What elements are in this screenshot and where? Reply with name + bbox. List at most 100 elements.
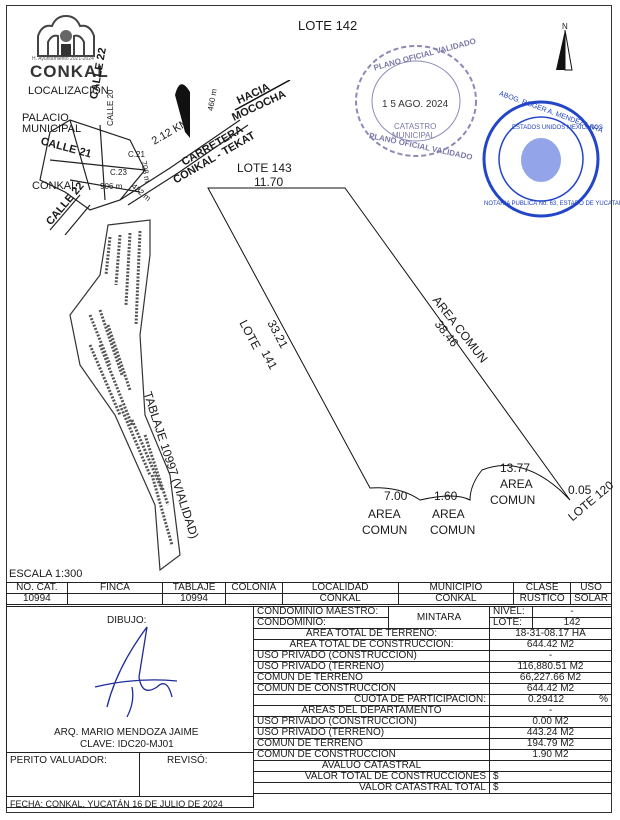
location-map: LOCALIZACIÓN PALACIO MUNICIPAL CONKAL CA… xyxy=(10,47,300,245)
label-area-2: AREA xyxy=(368,507,401,521)
area-row-label: USO PRIVADO (TERRENO) xyxy=(253,661,490,673)
area-row-label: COMÚN DE CONSTRUCCIÓN xyxy=(253,749,490,761)
label-area-3: AREA xyxy=(432,507,465,521)
area-row-label: USO PRIVADO (CONSTRUCCIÓN) xyxy=(253,650,490,662)
area-row-label: USO PRIVADO (CONSTRUCCIÓN) xyxy=(253,716,490,728)
logo-name: CONKAL xyxy=(30,62,109,81)
lote-label: LOTE: xyxy=(489,617,533,629)
perito-label: PERITO VALUADOR: xyxy=(10,755,107,766)
conkal-logo: H. Ayuntamiento 2021-2024 CONKAL xyxy=(30,12,108,82)
td-tablaje: 10994 xyxy=(162,593,226,605)
divider-bottom xyxy=(7,796,253,797)
stamp-municipal: MUNICIPAL xyxy=(392,131,435,140)
stamp-date: 1 5 AGO. 2024 xyxy=(382,99,449,110)
scale-label: ESCALA 1:300 xyxy=(9,568,83,580)
area-row: USO PRIVADO (CONSTRUCCIÓN)0.00 M2 xyxy=(253,716,612,728)
td-finca xyxy=(66,593,164,605)
signature-block: DIBUJO: ARQ. MARIO MENDOZA JAIME CLAVE: … xyxy=(6,606,254,809)
td-uso: SOLAR xyxy=(570,593,612,605)
page-title: LOTE 142 xyxy=(298,18,358,33)
label-comun-1: COMUN xyxy=(490,493,536,507)
area-row-value: 116,880.51 M2 xyxy=(489,661,612,673)
area-row-value: - xyxy=(489,650,612,662)
valor-catastral-label: VALOR CATASTRAL TOTAL xyxy=(253,782,490,794)
th-clase: CLASE xyxy=(513,582,572,594)
area-row-value: 0.00 M2 xyxy=(489,716,612,728)
dibujo-label: DIBUJO: xyxy=(107,615,147,626)
catastro-stamp: PLANO OFICIAL VALIDADO 1 5 AGO. 2024 CAT… xyxy=(352,37,480,162)
area-row-label: ÁREA TOTAL DE TERRENO: xyxy=(253,628,490,640)
valor-construcciones-value: $ xyxy=(489,771,612,783)
label-length-160: 1.60 xyxy=(434,489,458,503)
label-length-top: 11.70 xyxy=(254,175,284,189)
area-row-value-number: 0.29412 xyxy=(527,694,565,705)
notary-inner-text: ESTADOS UNIDOS MEXICANOS xyxy=(512,125,603,131)
label-length-005: 0.05 xyxy=(568,483,592,497)
th-tablaje: TABLAJE xyxy=(162,582,226,594)
nivel-value: - xyxy=(532,606,612,618)
area-row: CUOTA DE PARTICIPACIÓN:0.29412% xyxy=(253,694,612,706)
label-lote-143: LOTE 143 xyxy=(237,161,292,175)
area-row: USO PRIVADO (CONSTRUCCIÓN)- xyxy=(253,650,612,662)
valor-catastral-value: $ xyxy=(489,782,612,794)
fecha-label: FECHA: CONKAL, YUCATÁN 16 DE JULIO DE 20… xyxy=(10,799,223,809)
area-row-unit: % xyxy=(599,694,608,705)
municipal-label: MUNICIPAL xyxy=(22,123,82,135)
street-c21: C.21 xyxy=(128,150,145,159)
lot-polygon xyxy=(207,187,571,501)
area-row-label: CUOTA DE PARTICIPACIÓN: xyxy=(253,694,490,706)
conkal-label: CONKAL xyxy=(32,180,78,192)
north-arrow: N xyxy=(552,22,576,72)
location-title: LOCALIZACIÓN xyxy=(28,85,109,97)
td-municipio: CONKAL xyxy=(397,593,515,605)
condominio-maestro-label: CONDOMINIO MAESTRO: xyxy=(253,606,389,618)
area-row-label: COMÚN DE TERRENO xyxy=(253,672,490,684)
notary-seal: ABOG. ROGER A. MENDEZ LARA ESTADOS UNIDO… xyxy=(478,90,620,218)
area-row-value: 1.90 M2 xyxy=(489,749,612,761)
label-length-700: 7.00 xyxy=(384,489,408,503)
area-row-value: 194.79 M2 xyxy=(489,738,612,750)
nivel-label: NIVEL: xyxy=(489,606,533,618)
area-row-value: 443.24 M2 xyxy=(489,727,612,739)
areas-table: CONDOMINIO MAESTRO: MINTARA NIVEL: - CON… xyxy=(253,606,612,794)
area-row: USO PRIVADO (TERRENO)116,880.51 M2 xyxy=(253,661,612,673)
th-uso: USO xyxy=(570,582,612,594)
label-comun-2: COMUN xyxy=(362,523,408,537)
divider-vertical xyxy=(139,752,140,796)
avaluo-label: AVALÚO CATASTRAL xyxy=(253,760,490,772)
north-label: N xyxy=(562,22,568,31)
area-row-label: USO PRIVADO (TERRENO) xyxy=(253,727,490,739)
divider xyxy=(7,752,253,753)
th-colonia: COLONIA xyxy=(224,582,283,594)
avaluo-value xyxy=(489,760,612,772)
reviso-label: REVISÓ: xyxy=(167,755,208,766)
area-row-value: 644.42 M2 xyxy=(489,639,612,651)
area-row-value: 644.42 M2 xyxy=(489,683,612,695)
label-length-1377: 13.77 xyxy=(500,461,531,475)
td-clase: RÚSTICO xyxy=(513,593,572,605)
street-c23: C.23 xyxy=(110,168,127,177)
lote-value: 142 xyxy=(532,617,612,629)
stamp-catastro: CATASTRO xyxy=(394,122,437,131)
area-row-label: COMÚN DE CONSTRUCCIÓN xyxy=(253,683,490,695)
area-row-value: 18-31-08.17 HA xyxy=(489,628,612,640)
area-row-value: - xyxy=(489,705,612,717)
td-localidad: CONKAL xyxy=(281,593,399,605)
td-colonia xyxy=(224,593,283,605)
th-finca: FINCA xyxy=(66,582,164,594)
architect-name: ARQ. MARIO MENDOZA JAIME xyxy=(54,727,199,738)
condominio-name: MINTARA xyxy=(388,606,490,629)
subdivision-map xyxy=(69,219,181,572)
distance-906: 906 m xyxy=(100,182,123,191)
th-no-cat: NO. CAT. xyxy=(6,582,68,594)
area-row-value: 0.29412% xyxy=(489,694,612,706)
architect-clave: CLAVE: IDC20-MJ01 xyxy=(80,739,174,750)
logo-admin-text: H. Ayuntamiento 2021-2024 xyxy=(32,56,94,62)
condominio-label: CONDOMINIO: xyxy=(253,617,389,629)
th-localidad: LOCALIDAD xyxy=(281,582,399,594)
architect-signature xyxy=(94,626,178,718)
area-row: USO PRIVADO (TERRENO)443.24 M2 xyxy=(253,727,612,739)
